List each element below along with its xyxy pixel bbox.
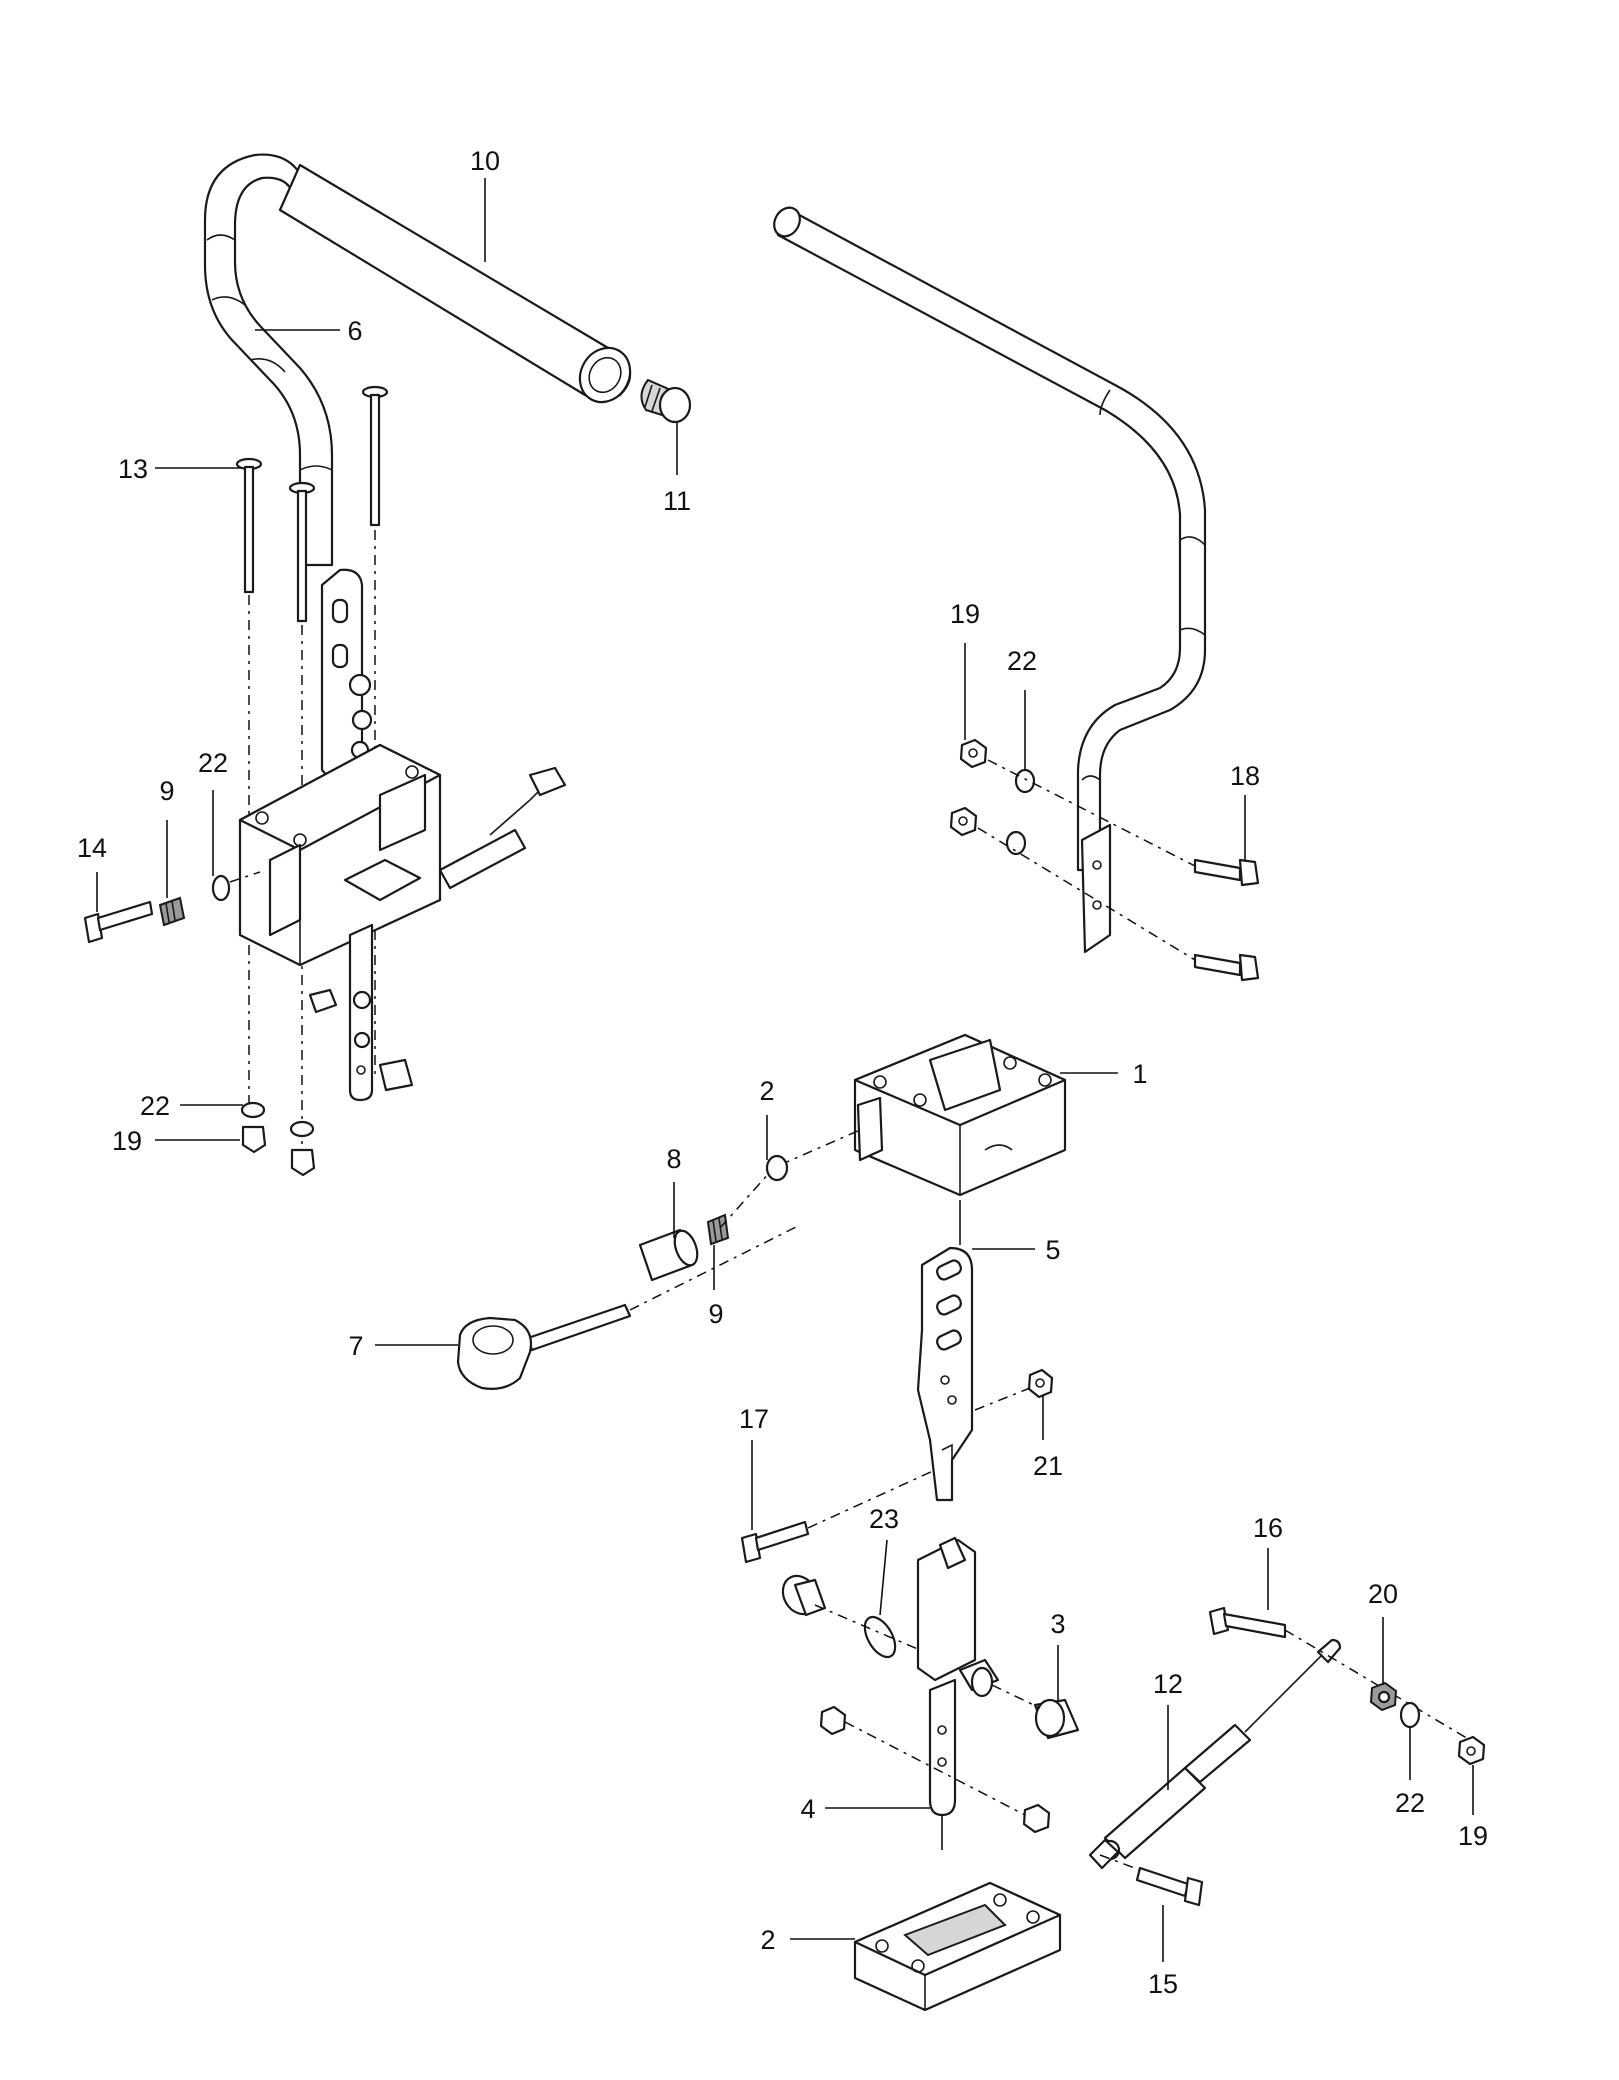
long-bolt-13-b	[288, 481, 316, 623]
washer-22-bottom-right	[289, 1120, 315, 1138]
nut-pivot-right	[1022, 1803, 1051, 1834]
gas-strut-12	[1088, 1638, 1342, 1870]
callout-2-washer: 2	[759, 1076, 774, 1106]
callout-21: 21	[1033, 1451, 1063, 1481]
nut-20	[1369, 1681, 1398, 1712]
washer-22-right	[1399, 1701, 1421, 1729]
spring-9-center	[706, 1213, 730, 1246]
bolt-16	[1208, 1606, 1287, 1639]
callout-7: 7	[348, 1331, 363, 1361]
callout-19-right-top: 19	[950, 599, 980, 629]
callout-16: 16	[1253, 1513, 1283, 1543]
pivot-arm-4	[916, 1536, 1000, 1817]
callout-9-center: 9	[708, 1299, 723, 1329]
right-handle-bar	[773, 206, 1207, 954]
callout-23: 23	[869, 1504, 899, 1534]
spring-9-left	[158, 896, 186, 927]
left-handle-bar	[203, 153, 632, 567]
callout-10: 10	[470, 146, 500, 176]
callout-22-right-top: 22	[1007, 646, 1037, 676]
callout-17: 17	[739, 1404, 769, 1434]
nut-19-bottom-right	[290, 1148, 316, 1177]
callout-15: 15	[1148, 1969, 1178, 1999]
nut-pivot-left	[819, 1705, 847, 1736]
base-2	[853, 1881, 1062, 2012]
callout-20: 20	[1368, 1579, 1398, 1609]
nut-19-bottom-left	[241, 1125, 267, 1154]
nut-21	[1027, 1368, 1054, 1399]
right-nut-19-lower	[949, 806, 978, 837]
callout-labels: 10 6 13 11 19 22 18 22 9 14 1 22 19 2 8 …	[77, 146, 1488, 1999]
spacer-8	[638, 1228, 699, 1282]
right-bolt-18-lower	[1193, 953, 1260, 982]
bushing-left	[781, 1574, 827, 1617]
left-lever-assembly	[320, 568, 373, 792]
callout-3: 3	[1050, 1609, 1065, 1639]
callout-8: 8	[666, 1144, 681, 1174]
bolt-17	[740, 1520, 810, 1564]
callout-11: 11	[663, 486, 691, 516]
lever-5	[916, 1246, 974, 1502]
callout-12: 12	[1153, 1669, 1183, 1699]
washer-22-left	[211, 874, 231, 902]
callout-6: 6	[347, 316, 362, 346]
knob-bolt-7	[456, 1303, 632, 1390]
callout-22-bottom-left: 22	[140, 1091, 170, 1121]
right-washer-22-lower	[1005, 830, 1027, 856]
callout-22-bottom-right: 22	[1395, 1788, 1425, 1818]
washer-22-bottom-left	[240, 1101, 266, 1119]
callout-1: 1	[1132, 1059, 1147, 1089]
leader-lines	[96, 178, 1474, 1962]
callout-13: 13	[118, 454, 148, 484]
right-washer-22-upper	[1014, 768, 1036, 794]
end-plug-11	[640, 378, 692, 424]
callout-19-bottom-right: 19	[1458, 1821, 1488, 1851]
callout-19-bottom-left: 19	[112, 1126, 142, 1156]
right-nut-19-upper	[959, 738, 988, 769]
bolt-15	[1135, 1866, 1204, 1907]
bolt-14	[83, 900, 154, 944]
callout-4: 4	[800, 1794, 815, 1824]
long-bolt-13-a	[235, 457, 263, 594]
housing-1	[853, 1033, 1067, 1197]
bushing-3	[1033, 1698, 1080, 1740]
callout-22-left: 22	[198, 748, 228, 778]
callout-14: 14	[77, 833, 107, 863]
callout-2-base: 2	[760, 1925, 775, 1955]
left-housing-assembly	[238, 743, 567, 1102]
callout-5: 5	[1045, 1235, 1060, 1265]
callout-9-left: 9	[159, 776, 174, 806]
long-bolt-13-c	[361, 385, 389, 527]
washer-2	[765, 1154, 789, 1182]
ring-23	[863, 1615, 897, 1659]
callout-18: 18	[1230, 761, 1260, 791]
right-bolt-18-upper	[1193, 858, 1260, 887]
nut-19-right	[1457, 1735, 1486, 1766]
